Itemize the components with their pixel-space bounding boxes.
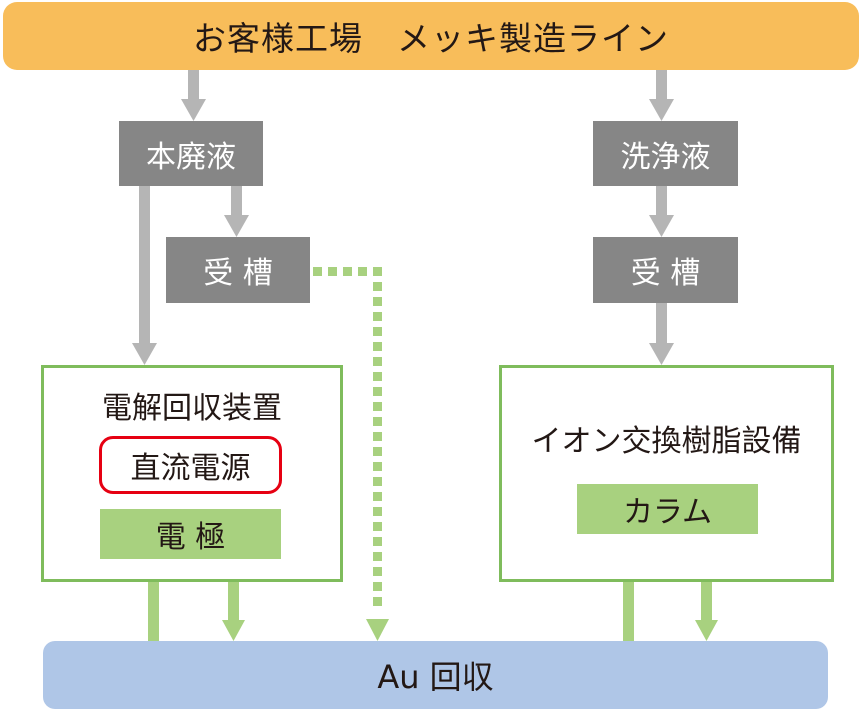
- arrow-line-to-rinse-liquid: [649, 70, 674, 121]
- plating-line-label: お客様工場 メッキ製造ライン: [193, 19, 669, 58]
- electrode-label: 電 極: [155, 520, 226, 555]
- left-receiving-tank-box: 受 槽: [166, 237, 310, 303]
- right-receiving-tank-label: 受 槽: [630, 256, 701, 291]
- arrow-rinse-to-receiving-tank: [649, 186, 674, 237]
- arrow-line-to-waste-liquid: [181, 70, 206, 121]
- arrow-waste-to-receiving-tank: [224, 186, 249, 237]
- electrolytic-recovery-unit-title: 電解回収装置: [102, 391, 282, 426]
- dotted-arrow-tank-to-recovery: [313, 267, 389, 641]
- electrode-box: 電 極: [100, 509, 281, 559]
- ion-exchange-resin-unit: [499, 365, 834, 582]
- au-recovery-box: Au 回収: [43, 641, 828, 709]
- arrow-waste-to-electrolytic-unit: [132, 186, 157, 365]
- waste-liquid-label: 本廃液: [146, 139, 236, 175]
- left-receiving-tank-label: 受 槽: [203, 256, 273, 291]
- arrow-tank-to-ion-exchange-unit: [649, 303, 674, 365]
- ion-exchange-resin-unit-title: イオン交換樹脂設備: [531, 424, 802, 459]
- au-recovery-label: Au 回収: [377, 658, 494, 696]
- column-label: カラム: [622, 495, 713, 530]
- right-receiving-tank-box: 受 槽: [593, 237, 738, 303]
- arrow-electrode-to-recovery: [222, 558, 245, 641]
- column-box: カラム: [577, 484, 758, 534]
- rinse-liquid-box: 洗浄液: [593, 121, 738, 186]
- waste-liquid-box: 本廃液: [119, 121, 263, 186]
- dc-power-supply-box: 直流電源: [99, 436, 282, 494]
- plating-line-source-box: お客様工場 メッキ製造ライン: [3, 2, 859, 70]
- dc-power-supply-label: 直流電源: [130, 451, 251, 486]
- rinse-liquid-label: 洗浄液: [620, 139, 711, 175]
